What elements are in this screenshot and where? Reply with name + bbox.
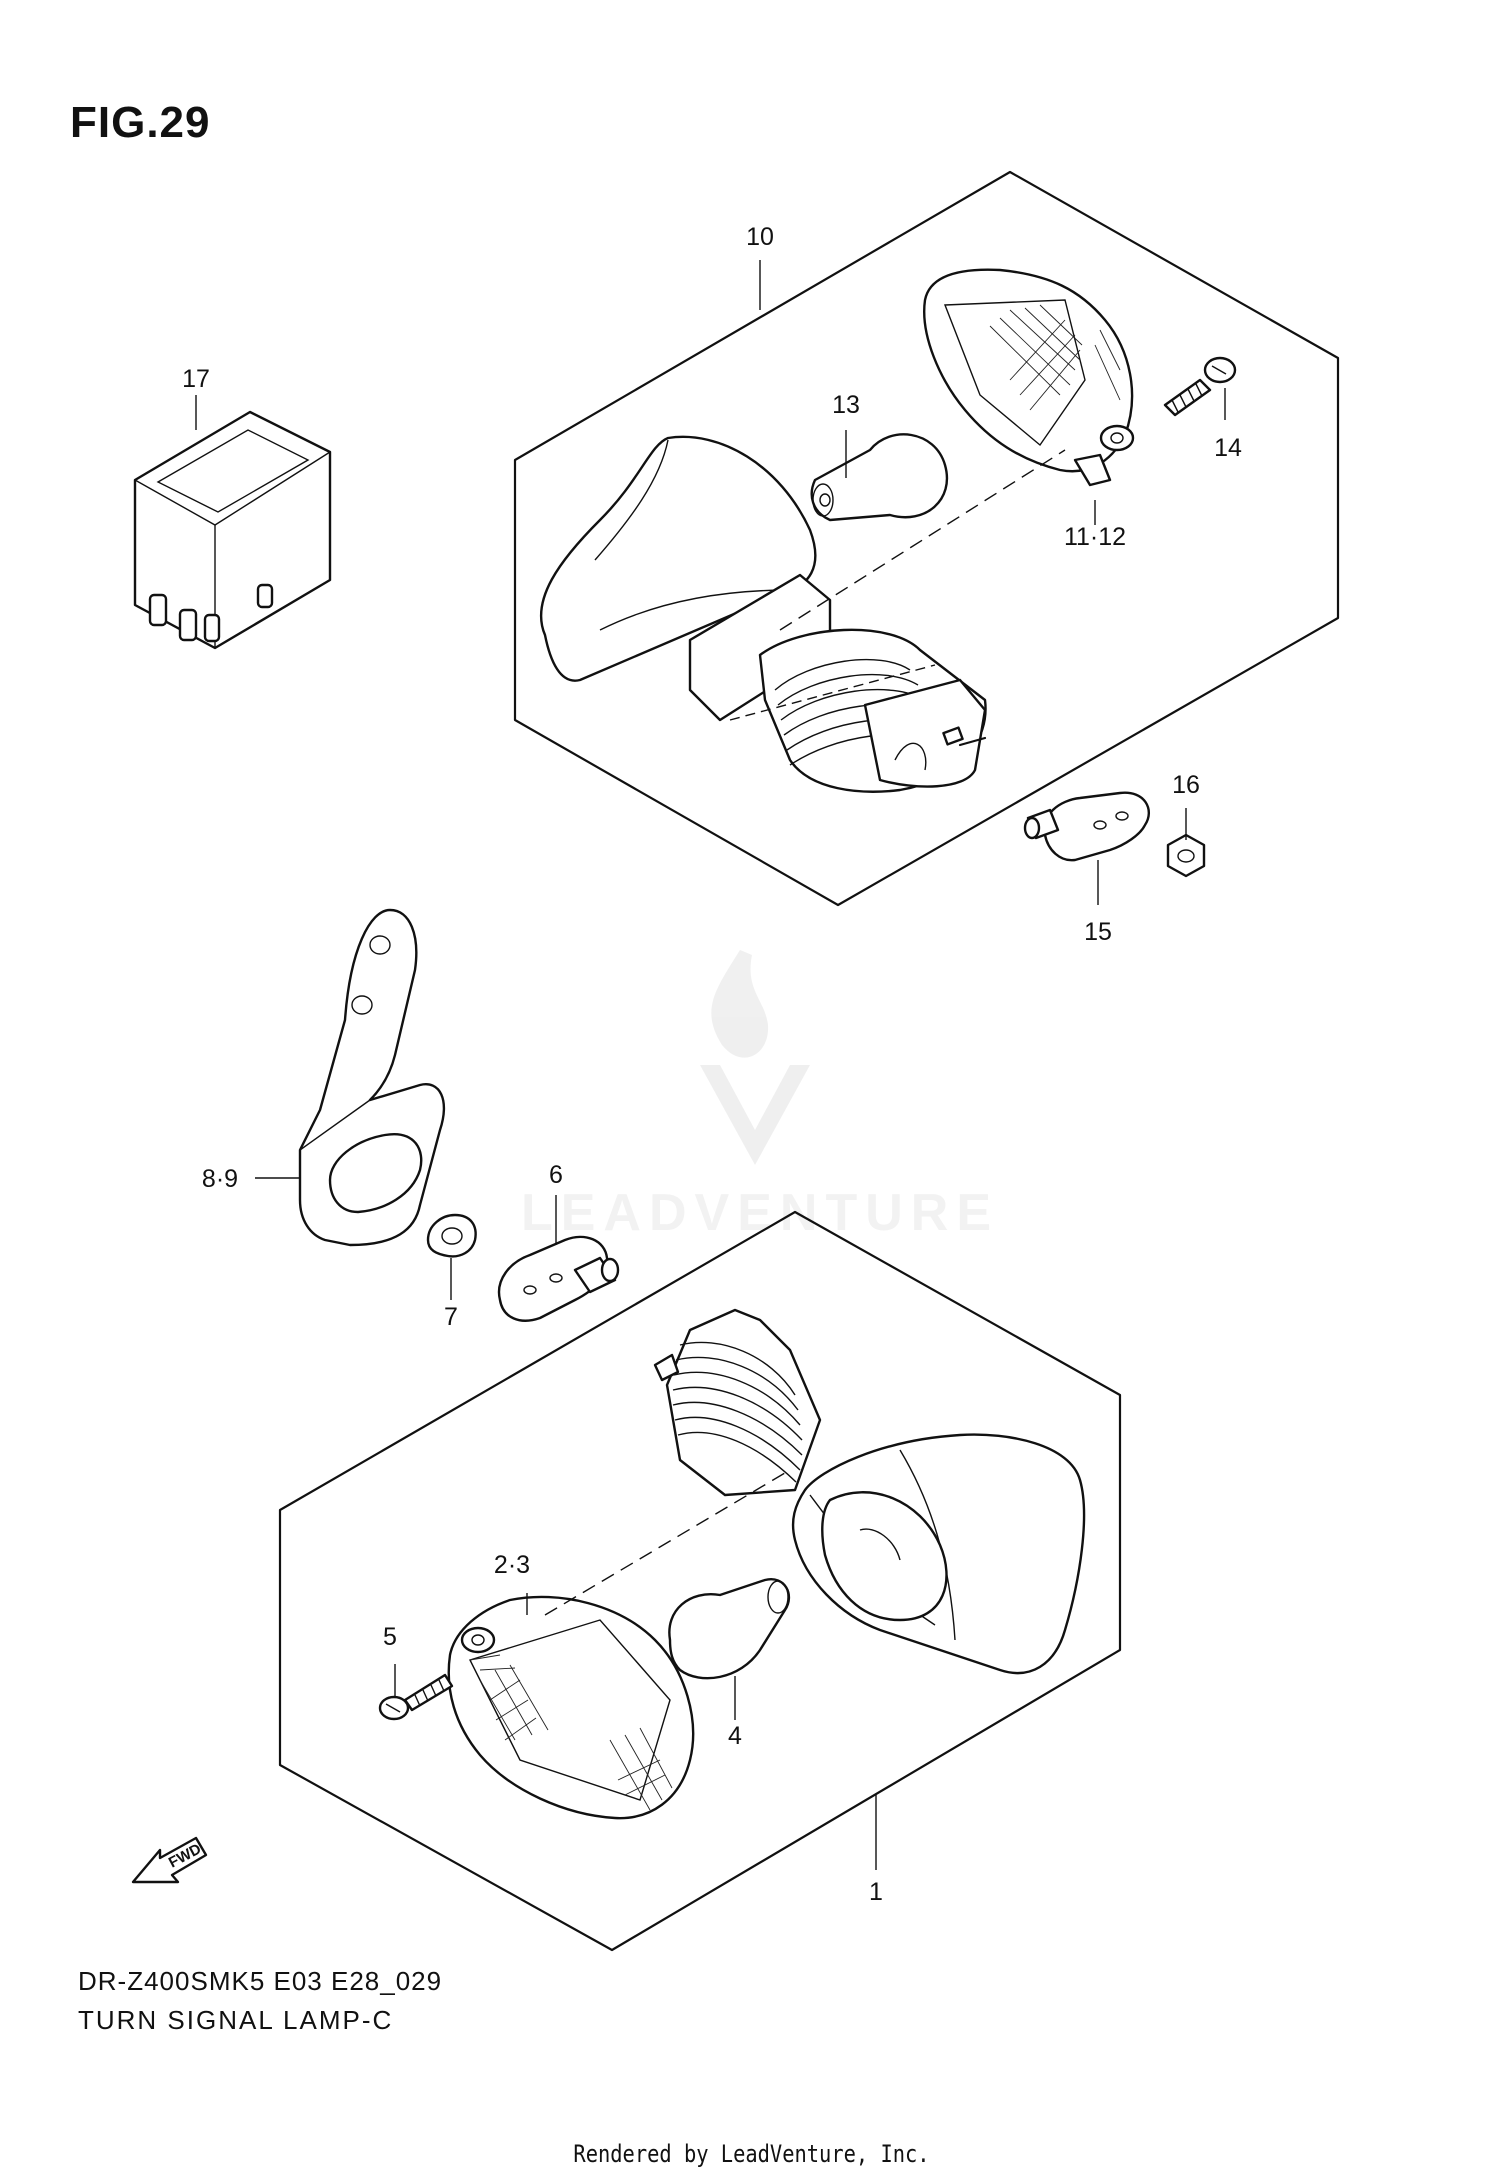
forward-arrow-icon: FWD [131,1836,208,1884]
callout-5: 5 [383,1623,397,1651]
assembly-box-lower [278,1210,1122,1952]
diagram-name: TURN SIGNAL LAMP-C [78,2005,394,2035]
callout-16: 16 [1172,771,1200,799]
figure-title: FIG.29 [70,98,211,147]
callout-2-3: 2·3 [494,1551,530,1579]
assembly-box-upper [513,170,1340,907]
cushion-lower[interactable] [497,1235,620,1322]
callout-4: 4 [728,1722,742,1750]
callout-14: 14 [1214,434,1242,462]
callout-7: 7 [444,1303,458,1331]
screw-lower[interactable] [378,1673,454,1721]
nut-upper[interactable] [1166,833,1206,878]
callout-17: 17 [182,365,210,393]
callout-8-9: 8·9 [202,1165,238,1193]
leader-lines [195,260,1226,1870]
grommet[interactable] [426,1213,477,1258]
model-code: DR-Z400SMK5 E03 E28_029 [78,1966,443,1996]
callout-10: 10 [746,223,774,251]
bulb-lower[interactable] [668,1578,791,1680]
callout-15: 15 [1084,918,1112,946]
lens-lower[interactable] [447,1595,695,1820]
turn-signal-housing-lower[interactable] [653,1308,1086,1675]
callout-11-12: 11·12 [1064,523,1126,551]
callout-1: 1 [869,1878,883,1906]
screw-upper[interactable] [1163,356,1237,417]
turn-signal-housing-upper[interactable] [539,435,987,793]
render-credit: Rendered by LeadVenture, Inc. [573,2140,930,2168]
cushion-upper[interactable] [1023,791,1150,862]
callout-6: 6 [549,1161,563,1189]
bulb-upper[interactable] [810,433,948,522]
flasher-relay[interactable] [133,410,332,650]
mounting-bracket[interactable] [298,908,446,1247]
lens-upper[interactable] [923,268,1135,487]
callout-13: 13 [832,391,860,419]
